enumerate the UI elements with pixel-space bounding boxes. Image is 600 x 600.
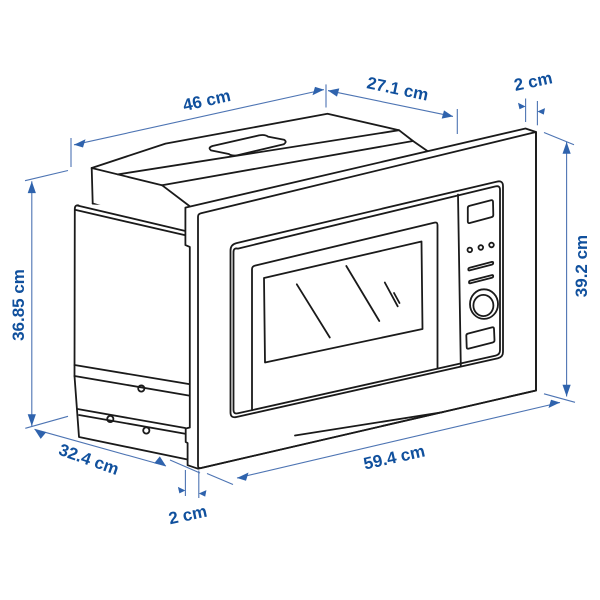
svg-text:39.2 cm: 39.2 cm (572, 235, 591, 297)
svg-text:36.85 cm: 36.85 cm (9, 269, 28, 341)
